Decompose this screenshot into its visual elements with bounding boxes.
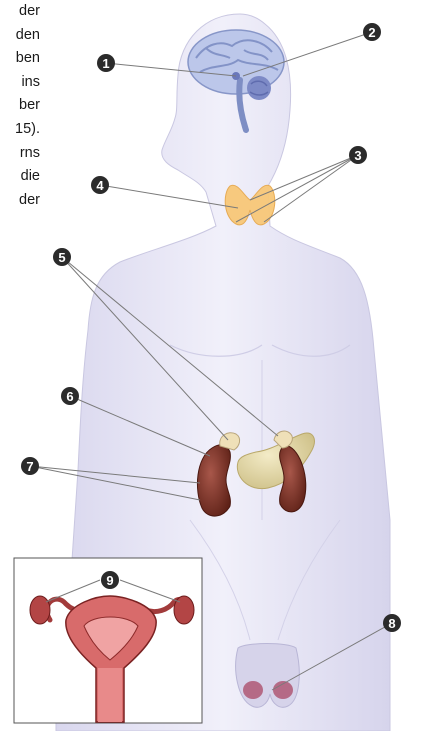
- marker-4-label: 4: [96, 178, 104, 193]
- marker-1: 1: [97, 54, 115, 72]
- marker-6-label: 6: [66, 389, 73, 404]
- marker-8: 8: [383, 614, 401, 632]
- marker-5: 5: [53, 248, 71, 266]
- marker-1-label: 1: [102, 56, 109, 71]
- marker-5-label: 5: [58, 250, 65, 265]
- marker-2: 2: [363, 23, 381, 41]
- marker-7-label: 7: [26, 459, 33, 474]
- marker-3: 3: [349, 146, 367, 164]
- marker-8-label: 8: [388, 616, 395, 631]
- marker-2-label: 2: [368, 25, 375, 40]
- testes-icon: [236, 644, 300, 708]
- marker-6: 6: [61, 387, 79, 405]
- marker-9: 9: [101, 571, 119, 589]
- marker-4: 4: [91, 176, 109, 194]
- marker-3-label: 3: [354, 148, 361, 163]
- marker-9-label: 9: [106, 573, 113, 588]
- marker-7: 7: [21, 457, 39, 475]
